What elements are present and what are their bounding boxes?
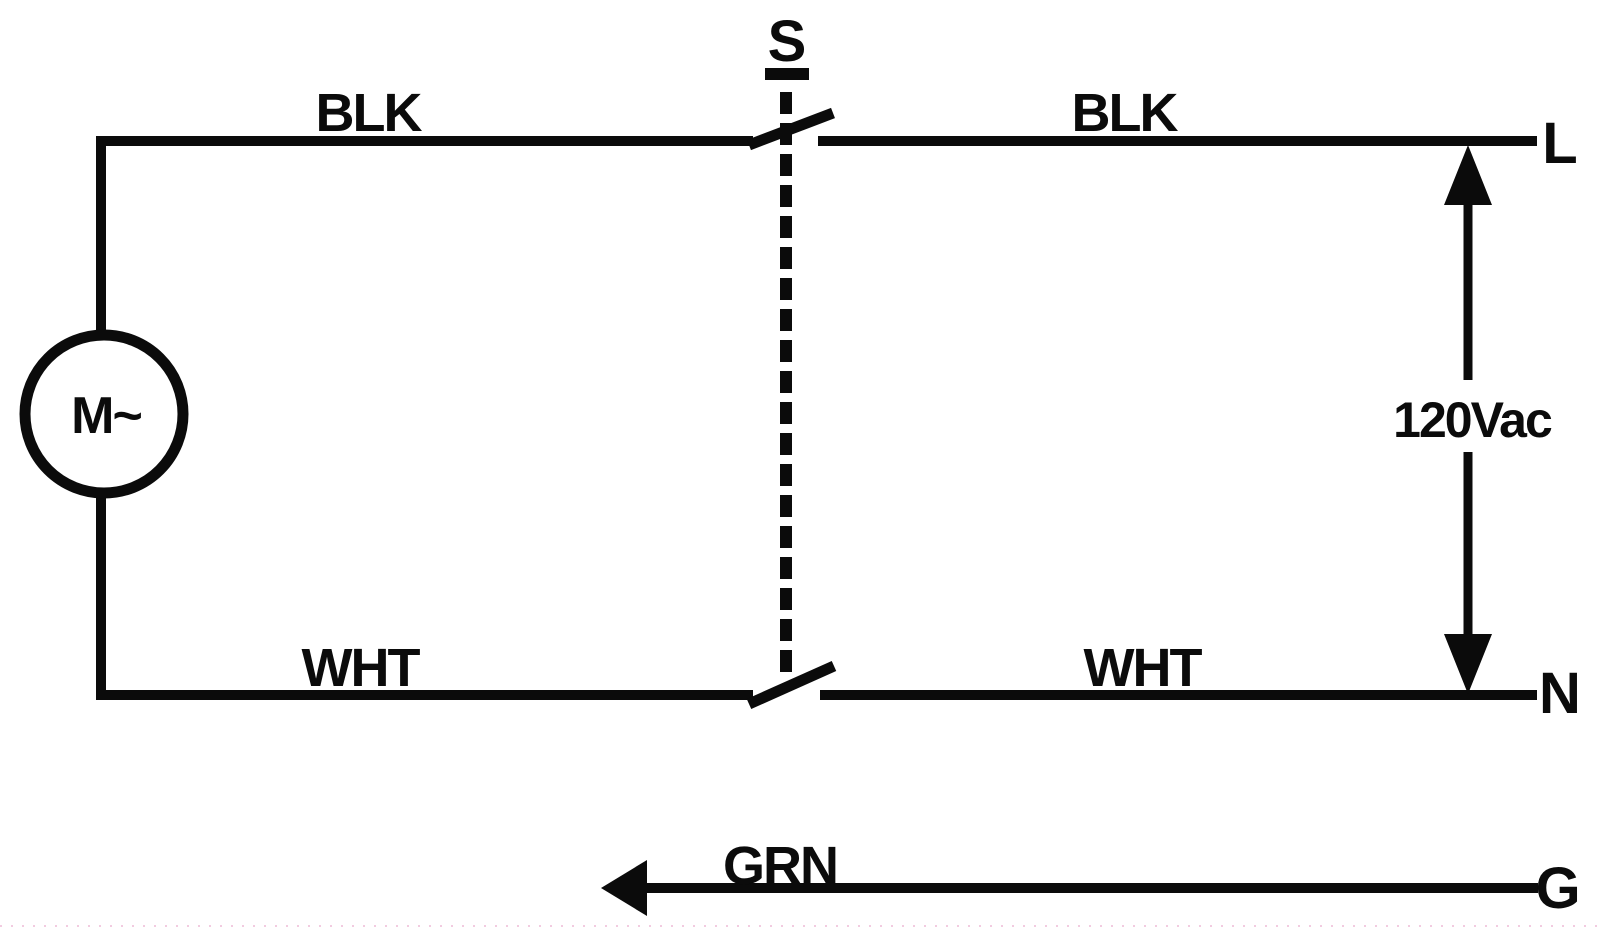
ground-arrowhead-left: [601, 860, 647, 916]
terminal-line-label: L: [1542, 111, 1576, 176]
terminal-neutral-label: N: [1539, 661, 1579, 726]
label-blk-left: BLK: [316, 83, 423, 143]
motor-circle: [19, 329, 189, 499]
motor-label: M~: [71, 387, 141, 445]
voltage-label: 120Vac: [1393, 392, 1552, 448]
switch-label: S: [768, 9, 805, 74]
label-grn: GRN: [723, 836, 837, 896]
label-wht-right: WHT: [1084, 638, 1203, 698]
voltage-arrowhead-down: [1444, 634, 1492, 694]
switch-blade-bottom: [746, 660, 837, 710]
switch-label-underline: [765, 68, 809, 80]
label-wht-left: WHT: [302, 638, 421, 698]
label-blk-right: BLK: [1072, 83, 1179, 143]
voltage-arrowhead-up: [1444, 145, 1492, 205]
terminal-ground-label: G: [1535, 856, 1578, 921]
